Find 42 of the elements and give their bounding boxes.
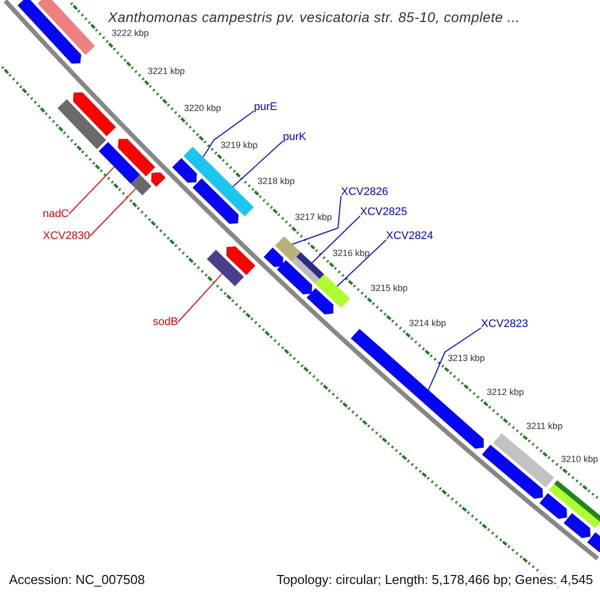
- leader-line: [90, 188, 136, 236]
- tick-label: 3216 kbp: [332, 248, 370, 258]
- footer-text: Accession: NC_007508: [7, 572, 147, 588]
- leader-line: [68, 166, 115, 214]
- gene-label: XCV2824: [386, 229, 434, 243]
- gene-label: nadC: [42, 207, 69, 221]
- footer-text: Topology: circular; Length: 5,178,466 bp; Genes: 4,545: [274, 572, 595, 588]
- gene-feature: [275, 236, 301, 262]
- tick-label: 3211 kbp: [526, 420, 563, 431]
- leader-line: [178, 273, 223, 322]
- gene-label: XCV2826: [341, 185, 388, 199]
- gene-feature: [206, 250, 244, 286]
- gene-label: purK: [283, 130, 306, 144]
- leader-line: [428, 328, 482, 392]
- tick-label: 3218 kbp: [258, 176, 295, 186]
- tick-label: 3213 kbp: [448, 352, 485, 363]
- tick-label: 3212 kbp: [486, 386, 524, 397]
- leader-line: [336, 240, 386, 287]
- leader-line: [312, 216, 360, 264]
- leader-line: [202, 110, 254, 158]
- gene-feature: [184, 146, 210, 174]
- gene-feature: [201, 164, 254, 216]
- gene-label: XCV2830: [42, 229, 90, 243]
- leader-line: [292, 196, 342, 245]
- gene-feature: [315, 274, 350, 308]
- tick-label: 3220 kbp: [184, 102, 221, 113]
- tick-label: 3214 kbp: [409, 318, 446, 328]
- tick-label: 3221 kbp: [148, 66, 185, 76]
- gene-feature: [350, 328, 484, 449]
- gene-label: sodB: [152, 315, 178, 329]
- tick-label: 3215 kbp: [370, 283, 408, 294]
- leader-line: [232, 140, 284, 188]
- gene-label: XCV2825: [360, 205, 408, 219]
- gene-label: XCV2823: [481, 317, 528, 331]
- gene-feature: [98, 142, 140, 184]
- tick-label: 3219 kbp: [220, 140, 258, 150]
- tick-label: 3210 kbp: [561, 454, 598, 464]
- tick-label: 3217 kbp: [294, 212, 332, 222]
- tick-label: 3222 kbp: [112, 28, 149, 38]
- gene-feature: [130, 174, 152, 196]
- gene-label: purE: [254, 100, 278, 114]
- gene-feature: [292, 252, 324, 284]
